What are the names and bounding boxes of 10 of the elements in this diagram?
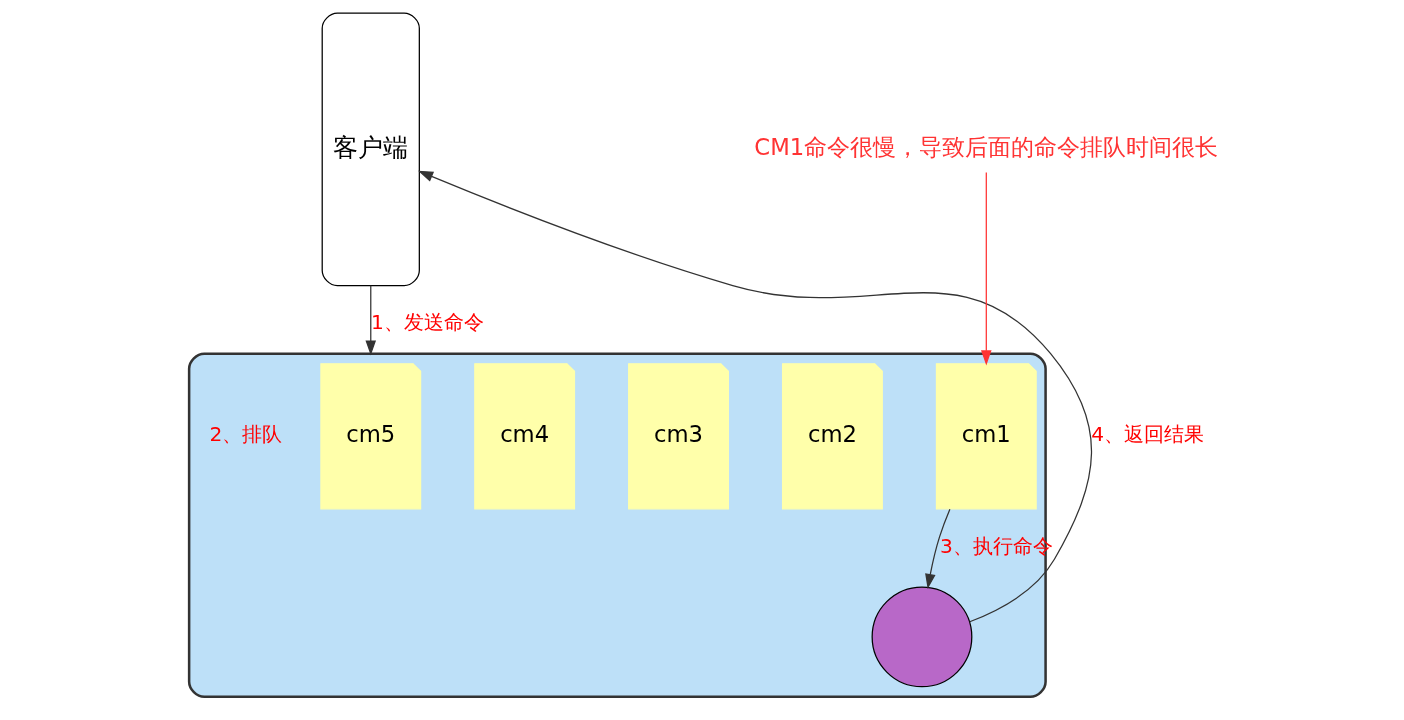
arrow — [364, 285, 376, 356]
label: 2、排队 — [208, 422, 282, 447]
edge-label: 1、发送命令 — [370, 310, 484, 335]
arrow — [924, 508, 950, 589]
edge-label: 4、返回结果 — [1090, 422, 1204, 447]
node-text: CM1命令很慢，导致后面的命令排队时间很长 — [753, 133, 1218, 160]
node-box: 客户端 — [321, 12, 420, 287]
node-circle — [871, 586, 972, 688]
arrow — [417, 170, 1092, 623]
arrow — [980, 171, 992, 366]
